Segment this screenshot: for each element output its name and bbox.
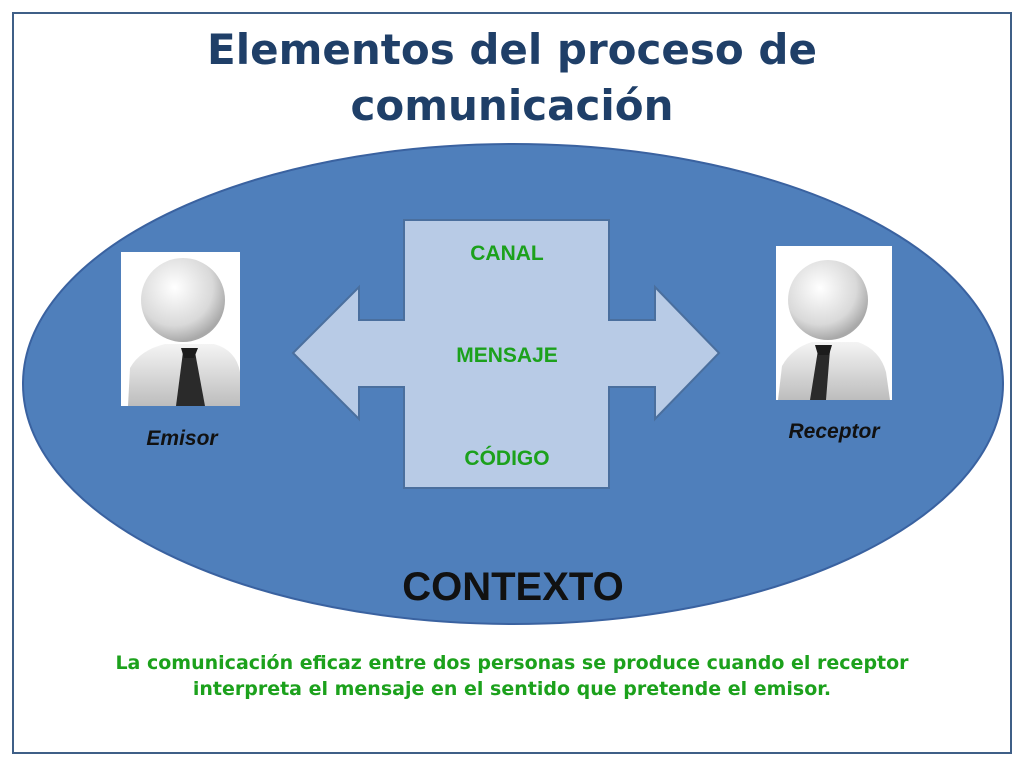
caption: La comunicación eficaz entre dos persona… <box>40 650 984 702</box>
mensaje-label: MENSAJE <box>456 344 558 367</box>
caption-line-2: interpreta el mensaje en el sentido que … <box>192 678 832 700</box>
codigo-label: CÓDIGO <box>464 446 549 470</box>
emisor-person-icon <box>121 252 240 406</box>
slide-frame <box>12 12 1012 754</box>
emisor-label: Emisor <box>146 427 219 450</box>
caption-line-1: La comunicación eficaz entre dos persona… <box>115 652 909 674</box>
slide-title: Elementos del proceso de comunicación <box>0 22 1024 134</box>
receptor-person-icon <box>776 246 892 400</box>
title-line-1: Elementos del proceso de <box>207 25 817 74</box>
double-arrow-shape <box>291 219 721 489</box>
receptor-label: Receptor <box>788 420 881 443</box>
canal-label: CANAL <box>470 242 544 265</box>
title-line-2: comunicación <box>350 81 674 130</box>
contexto-label: CONTEXTO <box>402 565 624 609</box>
